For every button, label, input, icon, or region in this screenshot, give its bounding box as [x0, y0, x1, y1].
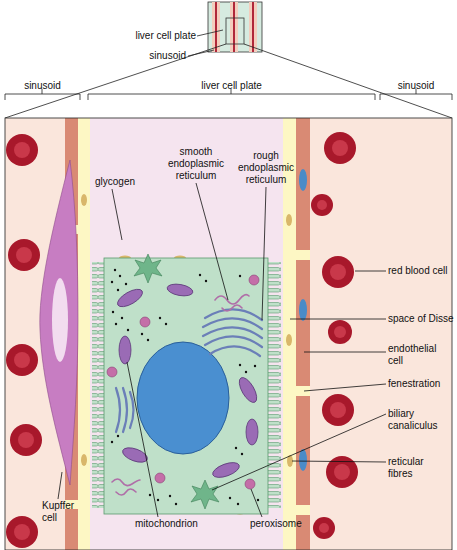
part-label: sinusoid: [138, 50, 186, 62]
part-label: mitochondrion: [135, 518, 215, 530]
part-label: space of Disse: [388, 313, 457, 325]
part-label: biliary canaliculus: [388, 408, 450, 432]
part-label: peroxisome: [250, 518, 330, 530]
part-label: sinusoid: [5, 80, 80, 92]
part-label: fenestration: [388, 378, 457, 390]
leader-lines: [5, 30, 452, 118]
thumbnail: [208, 2, 262, 52]
part-label: endothelial cell: [388, 343, 448, 367]
part-label: reticular fibres: [388, 456, 443, 480]
part-label: smooth endoplasmic reticulum: [165, 146, 227, 182]
part-label: rough endoplasmic reticulum: [235, 150, 297, 186]
part-label: Kupffer cell: [42, 500, 87, 524]
part-label: red blood cell: [388, 265, 457, 277]
part-label: liver cell plate: [88, 80, 375, 92]
part-label: sinusoid: [380, 80, 452, 92]
part-label: glycogen: [95, 176, 155, 188]
part-label: liver cell plate: [118, 30, 196, 42]
